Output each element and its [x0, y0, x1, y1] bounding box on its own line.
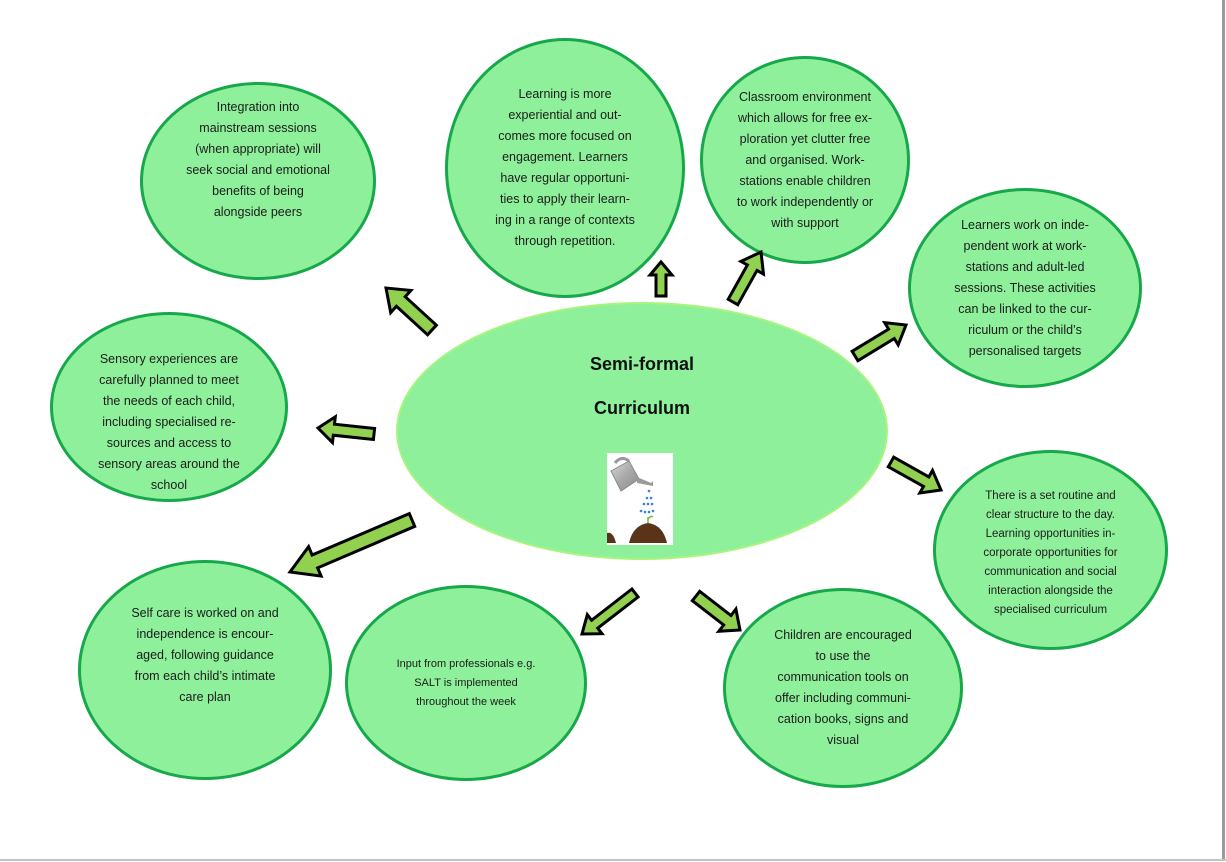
- node-sensory: Sensory experiences are carefully planne…: [50, 312, 288, 502]
- arrow-to-experiential-icon: [646, 259, 676, 298]
- arrow-to-selfcare-icon: [287, 511, 417, 578]
- node-routine: There is a set routine and clear structu…: [933, 450, 1168, 650]
- node-selfcare-text: Self care is worked on and independence …: [131, 606, 279, 704]
- arrow-to-sensory-icon: [315, 413, 377, 446]
- center-title-line1: Semi-formal: [589, 354, 695, 374]
- node-experiential-text: Learning is more experiential and out- c…: [495, 87, 635, 248]
- arrow-to-communication-icon: [690, 589, 742, 634]
- center-title-line2: Curriculum: [593, 398, 690, 418]
- watering-can-seedling-image: [607, 453, 673, 545]
- node-sensory-text: Sensory experiences are carefully planne…: [98, 352, 240, 492]
- node-workstations-text: Learners work on inde- pendent work at w…: [954, 218, 1096, 358]
- node-workstations: Learners work on inde- pendent work at w…: [908, 188, 1142, 388]
- node-communication-text: Children are encouraged to use the commu…: [774, 628, 912, 747]
- node-experiential: Learning is more experiential and out- c…: [445, 38, 685, 298]
- node-integration-text: Integration into mainstream sessions (wh…: [186, 100, 330, 219]
- node-communication: Children are encouraged to use the commu…: [723, 588, 963, 788]
- arrow-to-integration-icon: [384, 286, 439, 337]
- page-edge-bottom: [0, 859, 1226, 861]
- arrow-to-professionals-icon: [580, 586, 641, 636]
- watering-can-icon: [607, 456, 667, 543]
- node-integration: Integration into mainstream sessions (wh…: [140, 82, 376, 280]
- node-professionals-text: Input from professionals e.g. SALT is im…: [396, 658, 536, 708]
- node-classroom: Classroom environment which allows for f…: [700, 56, 910, 264]
- node-classroom-text: Classroom environment which allows for f…: [736, 90, 874, 230]
- page-edge-right: [1222, 0, 1225, 860]
- node-selfcare: Self care is worked on and independence …: [78, 560, 332, 780]
- node-professionals: Input from professionals e.g. SALT is im…: [345, 585, 587, 781]
- arrow-to-routine-icon: [886, 455, 944, 495]
- node-routine-text: There is a set routine and clear structu…: [983, 490, 1118, 616]
